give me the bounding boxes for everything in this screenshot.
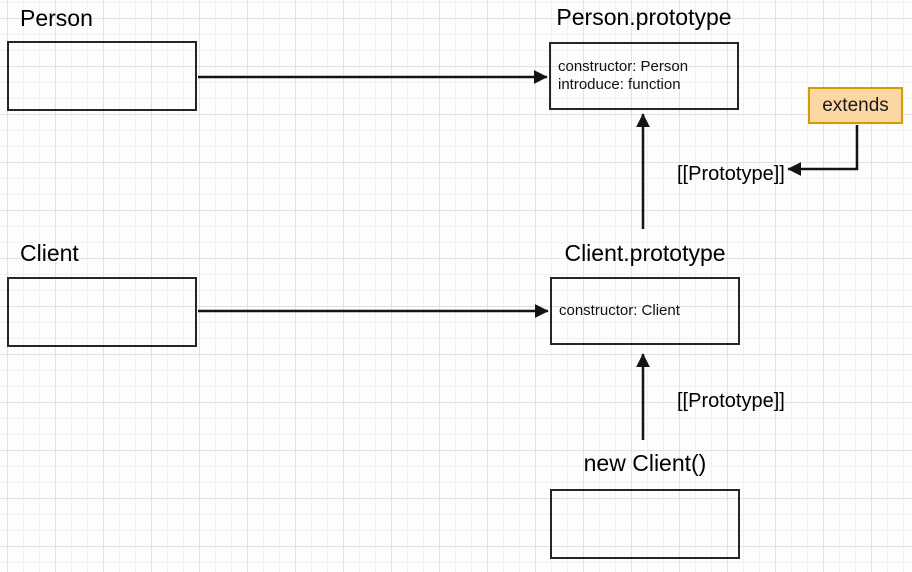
prototype-edge-label-lower: [[Prototype]] <box>677 390 785 412</box>
person-prototype-introduce-line: introduce: function <box>558 76 681 93</box>
client-label: Client <box>20 240 79 266</box>
person-label: Person <box>20 5 93 31</box>
arrow-extends <box>787 125 859 176</box>
extends-badge: extends <box>808 87 903 124</box>
client-box <box>7 277 197 347</box>
client-prototype-box: constructor: Client <box>550 277 740 345</box>
client-prototype-label: Client.prototype <box>564 240 726 266</box>
new-client-box <box>550 489 740 559</box>
person-prototype-constructor-line: constructor: Person <box>558 58 689 75</box>
person-box <box>7 41 197 111</box>
extends-badge-label: extends <box>822 94 889 116</box>
new-client-label: new Client() <box>583 450 707 476</box>
prototype-edge-label-upper: [[Prototype]] <box>677 163 785 185</box>
client-prototype-constructor-line: constructor: Client <box>559 302 680 319</box>
person-prototype-box: constructor: Person introduce: function <box>549 42 739 110</box>
person-prototype-label: Person.prototype <box>556 4 732 30</box>
